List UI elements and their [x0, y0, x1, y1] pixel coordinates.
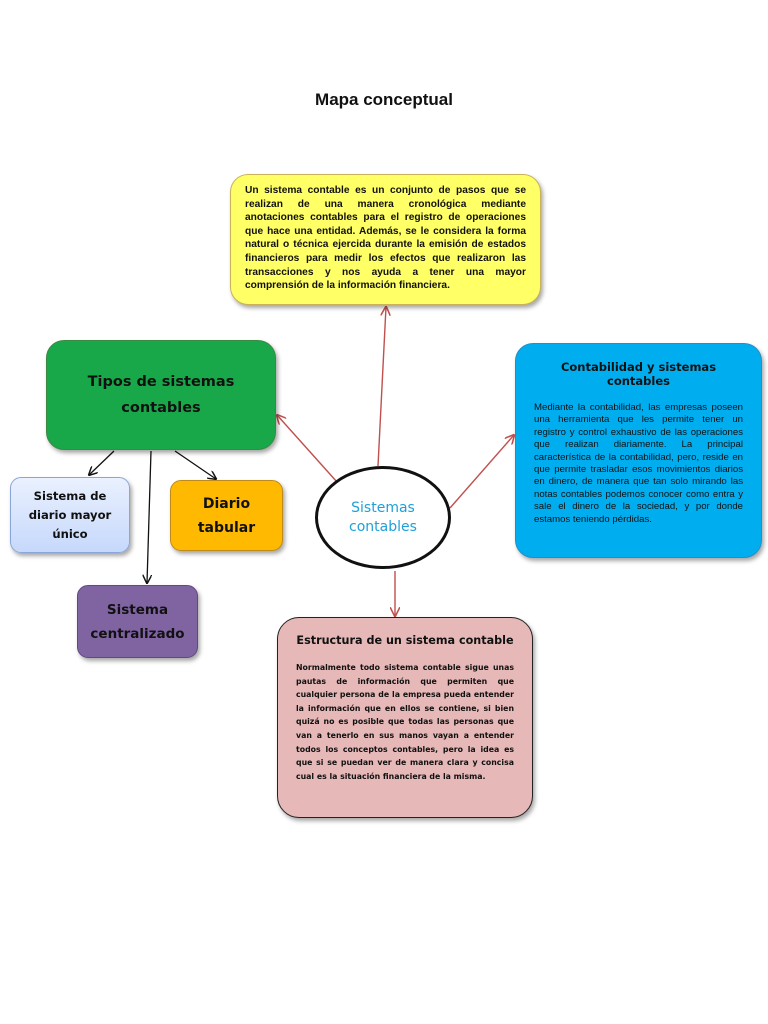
connector-center-to-tipos — [277, 415, 338, 483]
tipo-diario-mayor-label: Sistema de diario mayor único — [28, 488, 112, 541]
connector-tipos-to-mayor — [89, 450, 115, 475]
connector-center-to-definition — [377, 307, 386, 467]
definition-text: Un sistema contable es un conjunto de pa… — [245, 185, 526, 292]
central-node: Sistemas contables — [315, 466, 451, 569]
tipo-diario-mayor-box: Sistema de diario mayor único — [10, 477, 130, 553]
connector-tipos-to-tabular — [174, 450, 216, 479]
central-node-label: Sistemas contables — [349, 499, 417, 535]
tipos-box: Tipos de sistemas contables — [46, 340, 276, 450]
page-title: Mapa conceptual — [315, 90, 453, 109]
connector-tipos-to-centralizado — [147, 450, 151, 583]
estructura-heading: Estructura de un sistema contable — [296, 634, 514, 647]
connector-center-to-contabilidad — [449, 435, 514, 509]
estructura-text: Normalmente todo sistema contable sigue … — [296, 663, 514, 781]
tipos-label: Tipos de sistemas contables — [87, 374, 235, 416]
tipo-diario-tabular-label: Diario tabular — [197, 495, 256, 536]
tipo-centralizado-box: Sistema centralizado — [77, 585, 198, 658]
estructura-box: Estructura de un sistema contable Normal… — [277, 617, 533, 818]
contabilidad-box: Contabilidad y sistemas contables Median… — [515, 343, 762, 558]
definition-box: Un sistema contable es un conjunto de pa… — [230, 174, 541, 305]
tipo-centralizado-label: Sistema centralizado — [90, 601, 185, 642]
tipo-diario-tabular-box: Diario tabular — [170, 480, 283, 551]
contabilidad-text: Mediante la contabilidad, las empresas p… — [534, 402, 743, 525]
contabilidad-heading: Contabilidad y sistemas contables — [560, 360, 717, 388]
